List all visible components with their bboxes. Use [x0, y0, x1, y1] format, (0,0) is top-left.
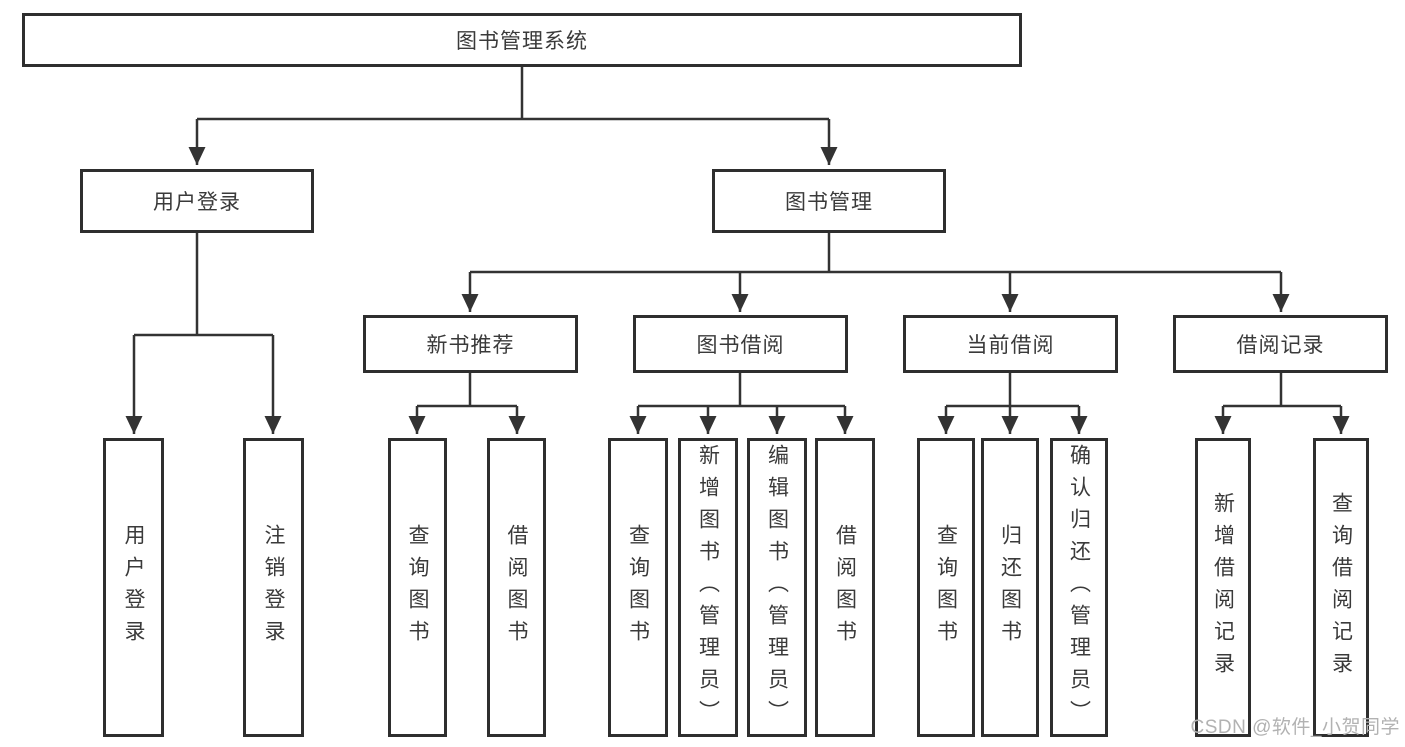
node-label: 图书管理系统 — [456, 30, 588, 53]
node-label: 编辑图书（管理员） — [765, 443, 789, 732]
node-label: 查询图书 — [626, 523, 650, 652]
leaf-user-login: 用户登录 — [103, 438, 164, 737]
leaf-borrow-books-borrow: 借阅图书 — [815, 438, 875, 737]
node-label: 新增借阅记录 — [1211, 491, 1235, 684]
node-library-system: 图书管理系统 — [22, 13, 1022, 67]
node-label: 图书管理 — [785, 191, 873, 214]
node-label: 图书借阅 — [696, 334, 785, 357]
connector-root-to-level2 — [188, 67, 838, 165]
csdn-watermark: CSDN @软件_小贺同学 — [1190, 717, 1400, 738]
connector-new-book-children — [408, 373, 526, 434]
connector-user-login-children — [125, 233, 282, 434]
leaf-add-book-admin: 新增图书（管理员） — [678, 438, 738, 737]
leaf-query-books-recommend: 查询图书 — [388, 438, 447, 737]
node-label: 查询借阅记录 — [1329, 491, 1353, 684]
node-current-borrowing: 当前借阅 — [903, 315, 1118, 373]
node-user-login: 用户登录 — [80, 169, 314, 233]
node-label: 查询图书 — [934, 523, 958, 652]
node-label: 注销登录 — [262, 523, 285, 652]
node-label: 归还图书 — [998, 523, 1022, 652]
leaf-confirm-return-admin: 确认归还（管理员） — [1050, 438, 1108, 737]
node-borrowing-records: 借阅记录 — [1173, 315, 1388, 373]
connector-book-borrow-children — [629, 373, 854, 434]
node-book-borrowing: 图书借阅 — [633, 315, 848, 373]
node-label: 借阅图书 — [505, 523, 528, 652]
node-label: 确认归还（管理员） — [1067, 443, 1091, 732]
leaf-add-borrow-record: 新增借阅记录 — [1195, 438, 1251, 737]
leaf-query-books-borrow: 查询图书 — [608, 438, 668, 737]
node-label: 借阅记录 — [1236, 334, 1325, 357]
node-label: 新书推荐 — [426, 334, 515, 357]
node-book-management: 图书管理 — [712, 169, 946, 233]
node-label: 用户登录 — [153, 191, 241, 214]
leaf-logout: 注销登录 — [243, 438, 304, 737]
node-label: 当前借阅 — [966, 334, 1055, 357]
node-new-book-recommendation: 新书推荐 — [363, 315, 578, 373]
connector-current-borrow-children — [937, 373, 1088, 434]
leaf-edit-book-admin: 编辑图书（管理员） — [747, 438, 807, 737]
node-label: 借阅图书 — [833, 523, 857, 652]
leaf-query-borrow-record: 查询借阅记录 — [1313, 438, 1369, 737]
leaf-query-books-current: 查询图书 — [917, 438, 975, 737]
leaf-borrow-books-recommend: 借阅图书 — [487, 438, 546, 737]
node-label: 新增图书（管理员） — [696, 443, 720, 732]
connector-borrow-records-children — [1214, 373, 1350, 434]
leaf-return-book: 归还图书 — [981, 438, 1039, 737]
node-label: 查询图书 — [406, 523, 429, 652]
connector-book-management-children — [461, 233, 1290, 312]
node-label: 用户登录 — [122, 523, 145, 652]
